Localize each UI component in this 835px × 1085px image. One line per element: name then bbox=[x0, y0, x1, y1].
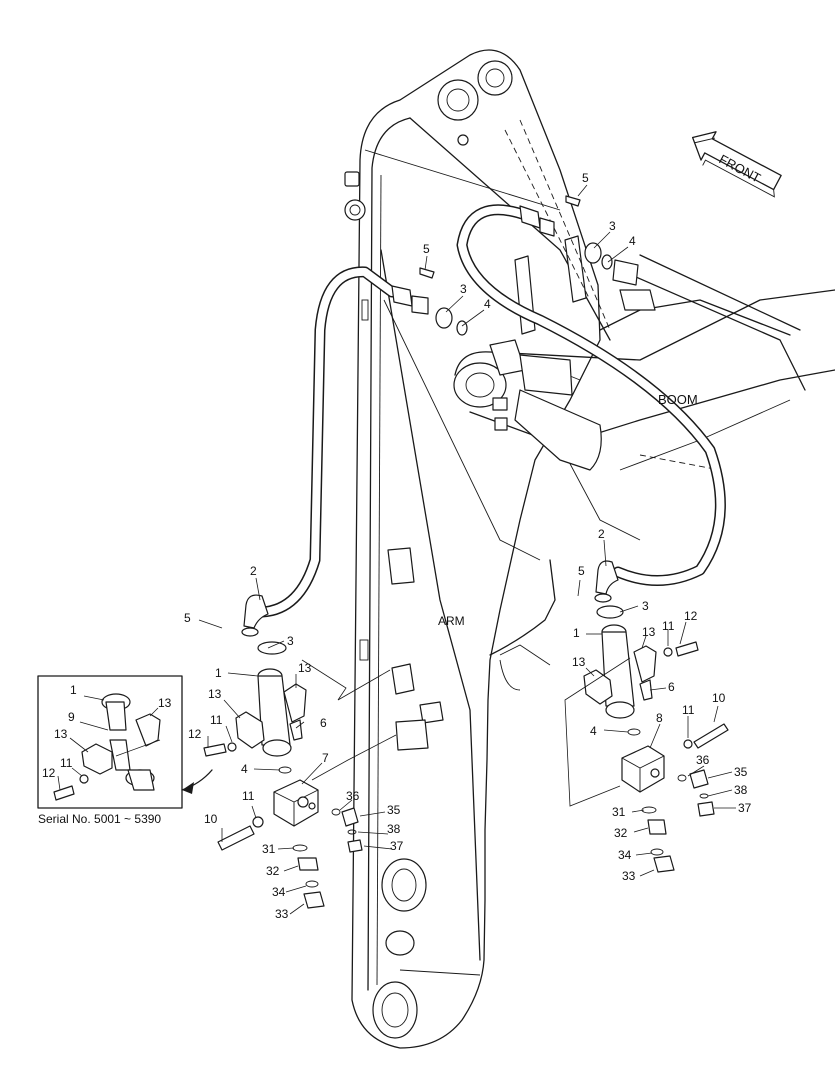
callout: 5 bbox=[423, 242, 430, 256]
callout: 38 bbox=[387, 822, 401, 836]
left-block-assembly bbox=[203, 594, 363, 909]
callout: 6 bbox=[668, 680, 675, 694]
callout: 3 bbox=[287, 634, 294, 648]
callout: 37 bbox=[390, 839, 404, 853]
callout: 34 bbox=[272, 885, 286, 899]
callout: 4 bbox=[590, 724, 597, 738]
callout: 13 bbox=[642, 625, 656, 639]
arm-label: ARM bbox=[438, 614, 465, 628]
callout: 12 bbox=[188, 727, 202, 741]
callout: 13 bbox=[298, 661, 312, 675]
callout: 9 bbox=[68, 710, 75, 724]
inset-detail bbox=[37, 675, 213, 809]
callout: 4 bbox=[484, 297, 491, 311]
top-right-fitting bbox=[519, 195, 613, 270]
callout: 11 bbox=[242, 789, 255, 803]
top-mid-fitting bbox=[391, 267, 468, 336]
callout: 11 bbox=[60, 756, 73, 770]
arm-body bbox=[344, 49, 611, 1049]
callout: 35 bbox=[387, 803, 401, 817]
callout: 5 bbox=[184, 611, 191, 625]
callout: 11 bbox=[662, 619, 675, 633]
callout: 12 bbox=[684, 609, 698, 623]
callout: 36 bbox=[696, 753, 710, 767]
callout: 2 bbox=[598, 527, 605, 541]
callout: 6 bbox=[320, 716, 327, 730]
callout: 10 bbox=[204, 812, 218, 826]
callout: 1 bbox=[70, 683, 77, 697]
callout: 13 bbox=[158, 696, 172, 710]
boom-label: BOOM bbox=[658, 392, 698, 407]
callout: 11 bbox=[682, 703, 695, 717]
labels: BOOM ARM Serial No. 5001 ~ 5390 5 3 4 5 … bbox=[38, 171, 752, 921]
front-label: FRONT bbox=[717, 151, 764, 185]
callout: 34 bbox=[618, 848, 632, 862]
hoses bbox=[256, 204, 726, 618]
right-block-assembly bbox=[583, 560, 729, 873]
callout: 3 bbox=[642, 599, 649, 613]
callout: 31 bbox=[262, 842, 276, 856]
callout: 5 bbox=[582, 171, 589, 185]
callout: 33 bbox=[275, 907, 289, 921]
callout: 31 bbox=[612, 805, 626, 819]
callout: 32 bbox=[614, 826, 628, 840]
callout: 36 bbox=[346, 789, 360, 803]
callout: 2 bbox=[250, 564, 257, 578]
callout: 12 bbox=[42, 766, 56, 780]
leader-lines bbox=[57, 184, 736, 915]
front-arrow bbox=[691, 131, 782, 198]
callout: 3 bbox=[609, 219, 616, 233]
callout: 8 bbox=[656, 711, 663, 725]
callout: 1 bbox=[573, 626, 580, 640]
callout: 13 bbox=[572, 655, 586, 669]
callout: 10 bbox=[712, 691, 726, 705]
callout: 13 bbox=[54, 727, 68, 741]
callout: 35 bbox=[734, 765, 748, 779]
callout: 1 bbox=[215, 666, 222, 680]
callout: 3 bbox=[460, 282, 467, 296]
boom-body bbox=[453, 119, 835, 541]
callout: 4 bbox=[629, 234, 636, 248]
callout: 7 bbox=[322, 751, 329, 765]
callout: 11 bbox=[210, 713, 223, 727]
callout: 4 bbox=[241, 762, 248, 776]
callout: 38 bbox=[734, 783, 748, 797]
callout: 37 bbox=[738, 801, 752, 815]
callout: 5 bbox=[578, 564, 585, 578]
callout: 32 bbox=[266, 864, 280, 878]
callout: 33 bbox=[622, 869, 636, 883]
callout: 13 bbox=[208, 687, 222, 701]
serial-label: Serial No. 5001 ~ 5390 bbox=[38, 812, 161, 826]
